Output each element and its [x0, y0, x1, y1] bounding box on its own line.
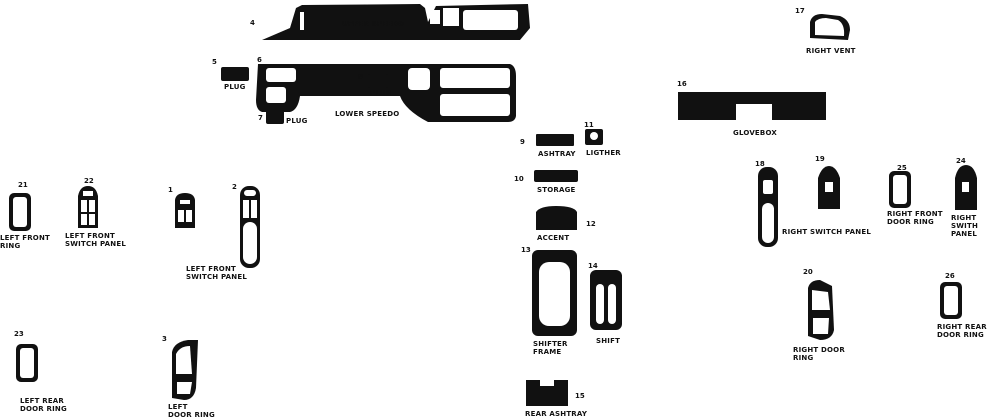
part-number: 1: [168, 186, 173, 194]
part-number: 26: [945, 272, 955, 280]
part-label: GLOVEBOX: [733, 129, 777, 137]
part-number: 22: [84, 177, 94, 185]
part-number: 14: [588, 262, 598, 270]
part-1-switch-panel: [175, 193, 195, 228]
part-number: 7: [258, 114, 263, 122]
part-number: 5: [212, 58, 217, 66]
part-label: PLUG: [370, 89, 392, 97]
part-20-right-door-ring: [808, 280, 834, 340]
part-5-plug: [221, 67, 249, 81]
part-label: PLUG: [224, 83, 246, 91]
part-14-shift: [590, 270, 622, 330]
part-6-lower-speedo: [256, 64, 516, 122]
part-label: SHIFTER FRAME: [533, 340, 568, 356]
part-4-upper-speedo: [262, 4, 530, 40]
part-2-left-front-switch-panel: [240, 186, 260, 268]
part-label: LEFT FRONT RING: [0, 234, 50, 250]
part-label: PLUG: [286, 117, 308, 125]
part-label: ACCENT: [537, 234, 570, 242]
part-label: STORAGE: [537, 186, 576, 194]
part-label: UPPER SPEEDO: [342, 20, 405, 28]
part-16-glovebox: [678, 92, 826, 120]
part-label: RIGHT FRONT DOOR RING: [887, 210, 943, 226]
part-number: 19: [815, 155, 825, 163]
part-label: RIGHT DOOR RING: [793, 346, 845, 362]
part-9-ashtray: [536, 134, 574, 146]
part-7-plug: [266, 110, 284, 124]
part-25-right-front-door-ring: [889, 171, 911, 208]
part-number: 13: [521, 246, 531, 254]
part-3-left-door-ring: [172, 340, 198, 400]
part-number: 20: [803, 268, 813, 276]
part-18-right-switch-panel: [758, 167, 778, 247]
part-number: 15: [575, 392, 585, 400]
part-10-storage: [534, 170, 578, 182]
part-number: 9: [520, 138, 525, 146]
part-number: 10: [514, 175, 524, 183]
part-11-lighter: [585, 129, 603, 145]
part-19-right-switch: [818, 166, 840, 209]
part-number: 11: [584, 121, 594, 129]
part-8-plug: [368, 74, 388, 88]
part-label: LOWER SPEEDO: [335, 110, 400, 118]
part-21-left-front-ring: [9, 193, 31, 231]
part-number: 24: [956, 157, 966, 165]
part-number: 8: [358, 73, 363, 81]
part-number: 2: [232, 183, 237, 191]
part-number: 21: [18, 181, 28, 189]
part-label: ASHTRAY: [538, 150, 576, 158]
part-number: 23: [14, 330, 24, 338]
part-label: RIGHT SWITH PANEL: [951, 214, 979, 238]
part-number: 6: [257, 56, 262, 64]
part-24-right-switch-panel: [955, 165, 977, 210]
part-label: SHIFT: [596, 337, 621, 345]
part-15-rear-ashtray: [526, 380, 568, 406]
part-26-right-rear-door-ring: [940, 282, 962, 319]
part-number: 16: [677, 80, 687, 88]
part-12-accent: [536, 206, 577, 230]
part-label: LIGTHER: [586, 149, 621, 157]
part-label: RIGHT SWITCH PANEL: [782, 228, 871, 236]
part-22-left-front-switch-panel: [78, 186, 98, 228]
part-number: 4: [250, 19, 255, 27]
part-17-right-vent: [810, 14, 850, 40]
part-number: 17: [795, 7, 805, 15]
part-number: 12: [586, 220, 596, 228]
part-number: 18: [755, 160, 765, 168]
part-label: RIGHT REAR DOOR RING: [937, 323, 987, 339]
part-label: REAR ASHTRAY: [525, 410, 588, 418]
part-label: LEFT FRONT SWITCH PANEL: [65, 232, 126, 248]
part-label: LEFT DOOR RING: [168, 403, 215, 419]
part-label: LEFT FRONT SWITCH PANEL: [186, 265, 247, 281]
part-label: RIGHT VENT: [806, 47, 856, 55]
part-number: 3: [162, 335, 167, 343]
part-13-shifter-frame: [532, 250, 577, 336]
part-number: 25: [897, 164, 907, 172]
part-23-left-rear-door-ring: [16, 344, 38, 382]
part-label: LEFT REAR DOOR RING: [20, 397, 67, 413]
